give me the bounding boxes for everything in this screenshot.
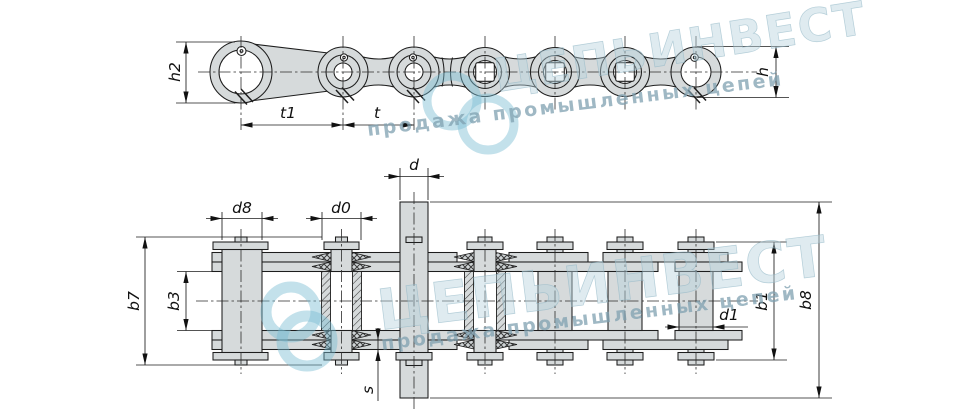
dimension-b3: b3 <box>165 271 222 331</box>
brand-logo-icon <box>276 310 338 372</box>
serrated-fit <box>453 252 518 350</box>
cotter-pin-end <box>406 86 426 104</box>
dim-label-b8: b8 <box>797 290 815 310</box>
dim-label-b3: b3 <box>165 291 183 311</box>
brand-logo-icon <box>422 71 482 131</box>
dimension-b8: b8 <box>430 201 832 399</box>
dimension-d1: d1 <box>665 306 748 330</box>
dimension-s: s <box>359 328 381 401</box>
brand-logo-icon <box>457 93 519 155</box>
dim-label-b7: b7 <box>125 291 143 311</box>
dim-label-t: t <box>374 104 381 122</box>
watermark-top: ЦЕПЬИНВЕСТ продажа промышленных цепей <box>366 0 871 155</box>
dimension-d0: d0 <box>306 199 377 240</box>
dim-label-d8: d8 <box>232 199 252 217</box>
chain-section-view: d8 d0 d s d1 b7 <box>125 156 832 409</box>
dimension-b1: b1 <box>716 241 787 361</box>
dimension-h: h <box>697 46 789 98</box>
dimension-d8: d8 <box>206 199 278 240</box>
dim-label-d0: d0 <box>331 199 351 217</box>
section-view-centerlines <box>196 192 758 409</box>
top-view-centerlines <box>198 36 757 132</box>
dimension-h2: h2 <box>166 41 235 104</box>
dim-label-s: s <box>359 386 377 394</box>
dimension-b7: b7 <box>125 236 322 366</box>
chain-side-view: h2 t1 t h <box>166 36 789 132</box>
brand-logo-icon <box>260 281 322 343</box>
serrated-fit <box>311 251 372 350</box>
dim-label-h2: h2 <box>166 62 184 82</box>
dim-label-b1: b1 <box>753 291 771 311</box>
dim-label-d1: d1 <box>719 306 739 324</box>
dim-label-d: d <box>409 156 419 174</box>
dimension-d: d <box>384 156 444 200</box>
dimension-t: t <box>343 104 414 128</box>
dim-label-h: h <box>754 67 772 77</box>
cotter-pin-end <box>335 86 355 104</box>
dim-label-t1: t1 <box>280 104 296 122</box>
cotter-pin-end <box>687 86 707 104</box>
dimension-t1: t1 <box>241 104 343 128</box>
